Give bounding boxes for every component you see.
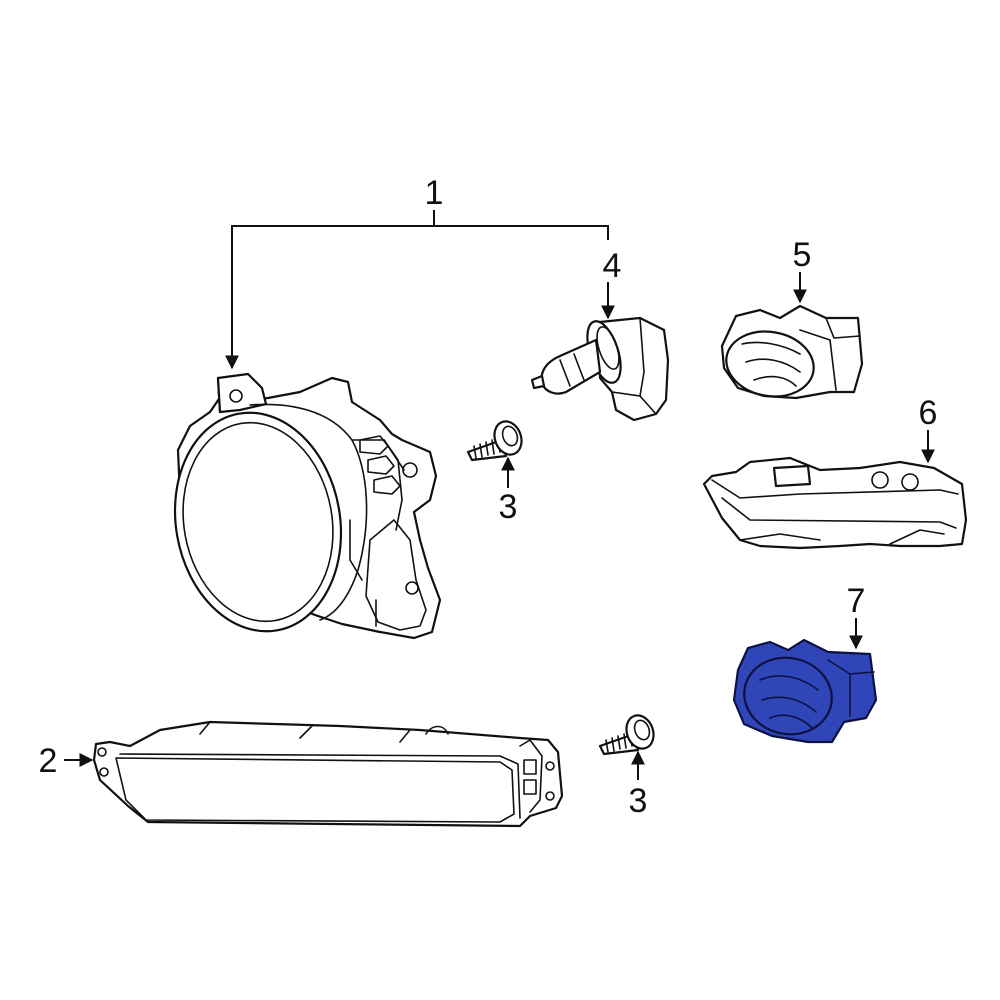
screw-icon[interactable] xyxy=(466,418,526,462)
callout-3b: 3 xyxy=(629,782,648,820)
callout-5: 5 xyxy=(793,236,812,274)
screw-icon[interactable] xyxy=(598,712,658,756)
bulb-icon[interactable] xyxy=(530,316,670,422)
callout-4: 4 xyxy=(603,247,622,285)
fog-lamp-bracket-highlighted-icon[interactable] xyxy=(732,638,878,744)
callout-7: 7 xyxy=(847,582,866,620)
fog-lamp-bracket-icon[interactable] xyxy=(720,304,864,403)
callout-3a: 3 xyxy=(499,488,518,526)
fog-lamp-assembly-icon[interactable] xyxy=(158,372,442,645)
callout-2: 2 xyxy=(39,742,58,780)
callout-6: 6 xyxy=(919,394,938,432)
callout-1-leader xyxy=(225,210,609,370)
fog-lamp-cover-icon[interactable] xyxy=(702,456,968,550)
callout-1: 1 xyxy=(425,174,444,212)
bezel-trim-icon[interactable] xyxy=(92,720,564,828)
